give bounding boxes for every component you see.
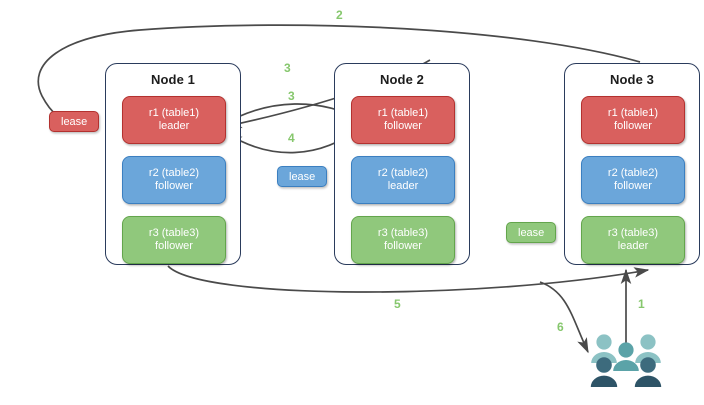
- replica-node2-r2[interactable]: r2 (table2) leader: [351, 156, 455, 204]
- step-label-3-lower: 3: [288, 89, 295, 103]
- replica-name: r1 (table1): [377, 106, 429, 119]
- step-label-4: 4: [288, 131, 295, 145]
- replica-name: r3 (table3): [148, 226, 200, 239]
- node-box-node1[interactable]: Node 1 r1 (table1) leader r2 (table2) fo…: [105, 63, 241, 265]
- replica-role: leader: [387, 180, 419, 192]
- step-label-2: 2: [336, 8, 343, 22]
- edge-5-node1-to-node3: [167, 265, 650, 293]
- node-title-node1: Node 1: [151, 72, 195, 87]
- step-label-5: 5: [394, 297, 401, 311]
- node-title-node3: Node 3: [610, 72, 654, 87]
- lease-label: lease: [61, 115, 88, 128]
- users-icon: [590, 334, 662, 387]
- replica-name: r1 (table1): [148, 106, 200, 119]
- replica-role: follower: [384, 120, 422, 132]
- replica-role: follower: [614, 120, 652, 132]
- replica-node3-r2[interactable]: r2 (table2) follower: [581, 156, 685, 204]
- replica-name: r1 (table1): [607, 106, 659, 119]
- lease-chip-green[interactable]: lease: [506, 222, 557, 243]
- replica-role: follower: [614, 180, 652, 192]
- replica-node3-r1[interactable]: r1 (table1) follower: [581, 96, 685, 144]
- edge-6-to-users: [539, 281, 589, 354]
- replica-node2-r1[interactable]: r1 (table1) follower: [351, 96, 455, 144]
- step-label-6: 6: [557, 320, 564, 334]
- replica-role: leader: [158, 120, 190, 132]
- replica-name: r2 (table2): [607, 166, 659, 179]
- replica-name: r2 (table2): [377, 166, 429, 179]
- replica-role: follower: [155, 180, 193, 192]
- lease-chip-red[interactable]: lease: [49, 111, 100, 132]
- replica-name: r2 (table2): [148, 166, 200, 179]
- replica-node1-r3[interactable]: r3 (table3) follower: [122, 216, 226, 264]
- node-box-node2[interactable]: Node 2 r1 (table1) follower r2 (table2) …: [334, 63, 470, 265]
- replica-name: r3 (table3): [607, 226, 659, 239]
- step-label-3-upper: 3: [284, 61, 291, 75]
- lease-label: lease: [289, 170, 316, 183]
- replica-name: r3 (table3): [377, 226, 429, 239]
- lease-label: lease: [518, 226, 545, 239]
- step-label-1: 1: [638, 297, 645, 311]
- node-box-node3[interactable]: Node 3 r1 (table1) follower r2 (table2) …: [564, 63, 700, 265]
- replica-node2-r3[interactable]: r3 (table3) follower: [351, 216, 455, 264]
- node-title-node2: Node 2: [380, 72, 424, 87]
- replica-node1-r1[interactable]: r1 (table1) leader: [122, 96, 226, 144]
- replica-node3-r3[interactable]: r3 (table3) leader: [581, 216, 685, 264]
- replica-node1-r2[interactable]: r2 (table2) follower: [122, 156, 226, 204]
- replica-role: follower: [155, 240, 193, 252]
- replica-role: leader: [617, 240, 649, 252]
- replica-role: follower: [384, 240, 422, 252]
- lease-chip-blue[interactable]: lease: [277, 166, 328, 187]
